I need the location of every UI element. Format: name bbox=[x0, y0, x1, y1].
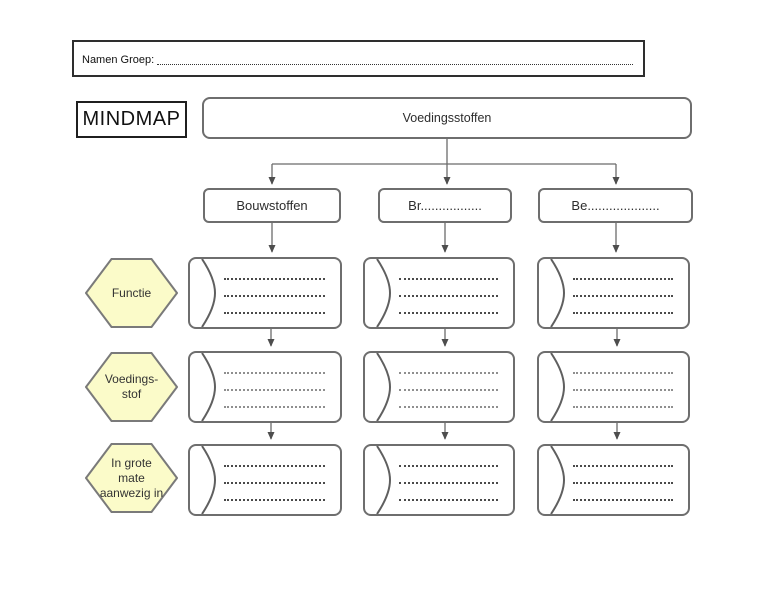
dotted-answer-line bbox=[399, 389, 498, 391]
row-label-aanwezig-in: In grote mate aanwezig in bbox=[85, 443, 178, 513]
dotted-answer-line bbox=[573, 482, 673, 484]
dotted-answer-line bbox=[573, 295, 673, 297]
mindmap-title-box: MINDMAP bbox=[76, 101, 187, 138]
dotted-answer-line bbox=[224, 465, 325, 467]
hexagon-shape bbox=[85, 443, 178, 513]
dotted-answer-line bbox=[399, 406, 498, 408]
row-label-functie: Functie bbox=[85, 258, 178, 328]
curve-bracket-icon bbox=[201, 259, 217, 327]
dotted-answer-line bbox=[399, 499, 498, 501]
curve-bracket-icon bbox=[550, 446, 566, 514]
curve-bracket-icon bbox=[376, 446, 392, 514]
answer-box-functie-be bbox=[537, 257, 690, 329]
name-group-label: Namen Groep: bbox=[82, 54, 155, 66]
dotted-answer-line bbox=[224, 406, 325, 408]
answer-box-aanwezig-bouwstoffen bbox=[188, 444, 342, 516]
dotted-answer-line bbox=[224, 312, 325, 314]
dotted-answer-line bbox=[573, 465, 673, 467]
dotted-answer-line bbox=[399, 465, 498, 467]
answer-box-voedingsstof-bouwstoffen bbox=[188, 351, 342, 423]
answer-box-functie-bouwstoffen bbox=[188, 257, 342, 329]
dotted-answer-line bbox=[224, 278, 325, 280]
curve-bracket-icon bbox=[201, 353, 217, 421]
branch-node-bouwstoffen: Bouwstoffen bbox=[203, 188, 341, 223]
dotted-answer-line bbox=[573, 312, 673, 314]
dotted-answer-line bbox=[399, 312, 498, 314]
branch-node-br-blank: Br................. bbox=[378, 188, 512, 223]
curve-bracket-icon bbox=[550, 353, 566, 421]
dotted-answer-line bbox=[399, 278, 498, 280]
root-node: Voedingsstoffen bbox=[202, 97, 692, 139]
curve-bracket-icon bbox=[376, 259, 392, 327]
hexagon-label: In grote mate aanwezig in bbox=[99, 455, 164, 500]
row-label-voedingsstof: Voedings- stof bbox=[85, 352, 178, 422]
branch-node-label: Be.................... bbox=[571, 198, 660, 213]
dotted-answer-line bbox=[399, 295, 498, 297]
dotted-answer-line bbox=[224, 482, 325, 484]
curve-bracket-icon bbox=[201, 446, 217, 514]
curve-bracket-icon bbox=[376, 353, 392, 421]
dotted-answer-line bbox=[224, 389, 325, 391]
dotted-answer-line bbox=[224, 295, 325, 297]
name-group-fill-line bbox=[157, 64, 633, 65]
dotted-answer-line bbox=[573, 389, 673, 391]
answer-box-functie-br bbox=[363, 257, 515, 329]
name-group-box: Namen Groep: bbox=[72, 40, 645, 77]
dotted-answer-line bbox=[573, 499, 673, 501]
dotted-answer-line bbox=[224, 372, 325, 374]
dotted-answer-line bbox=[573, 372, 673, 374]
dotted-answer-line bbox=[399, 482, 498, 484]
dotted-answer-line bbox=[224, 499, 325, 501]
hexagon-shape bbox=[85, 258, 178, 328]
root-node-label: Voedingsstoffen bbox=[402, 111, 492, 125]
hexagon-label: Voedings- stof bbox=[104, 372, 159, 401]
answer-box-voedingsstof-be bbox=[537, 351, 690, 423]
branch-node-label: Br................. bbox=[408, 198, 482, 213]
branch-node-label: Bouwstoffen bbox=[236, 198, 308, 213]
answer-box-aanwezig-be bbox=[537, 444, 690, 516]
answer-box-voedingsstof-br bbox=[363, 351, 515, 423]
hexagon-shape bbox=[85, 352, 178, 422]
mindmap-title-label: MINDMAP bbox=[82, 108, 181, 130]
dotted-answer-line bbox=[399, 372, 498, 374]
hexagon-label: Functie bbox=[111, 285, 152, 300]
dotted-answer-line bbox=[573, 278, 673, 280]
branch-node-be-blank: Be.................... bbox=[538, 188, 693, 223]
dotted-answer-line bbox=[573, 406, 673, 408]
answer-box-aanwezig-br bbox=[363, 444, 515, 516]
curve-bracket-icon bbox=[550, 259, 566, 327]
